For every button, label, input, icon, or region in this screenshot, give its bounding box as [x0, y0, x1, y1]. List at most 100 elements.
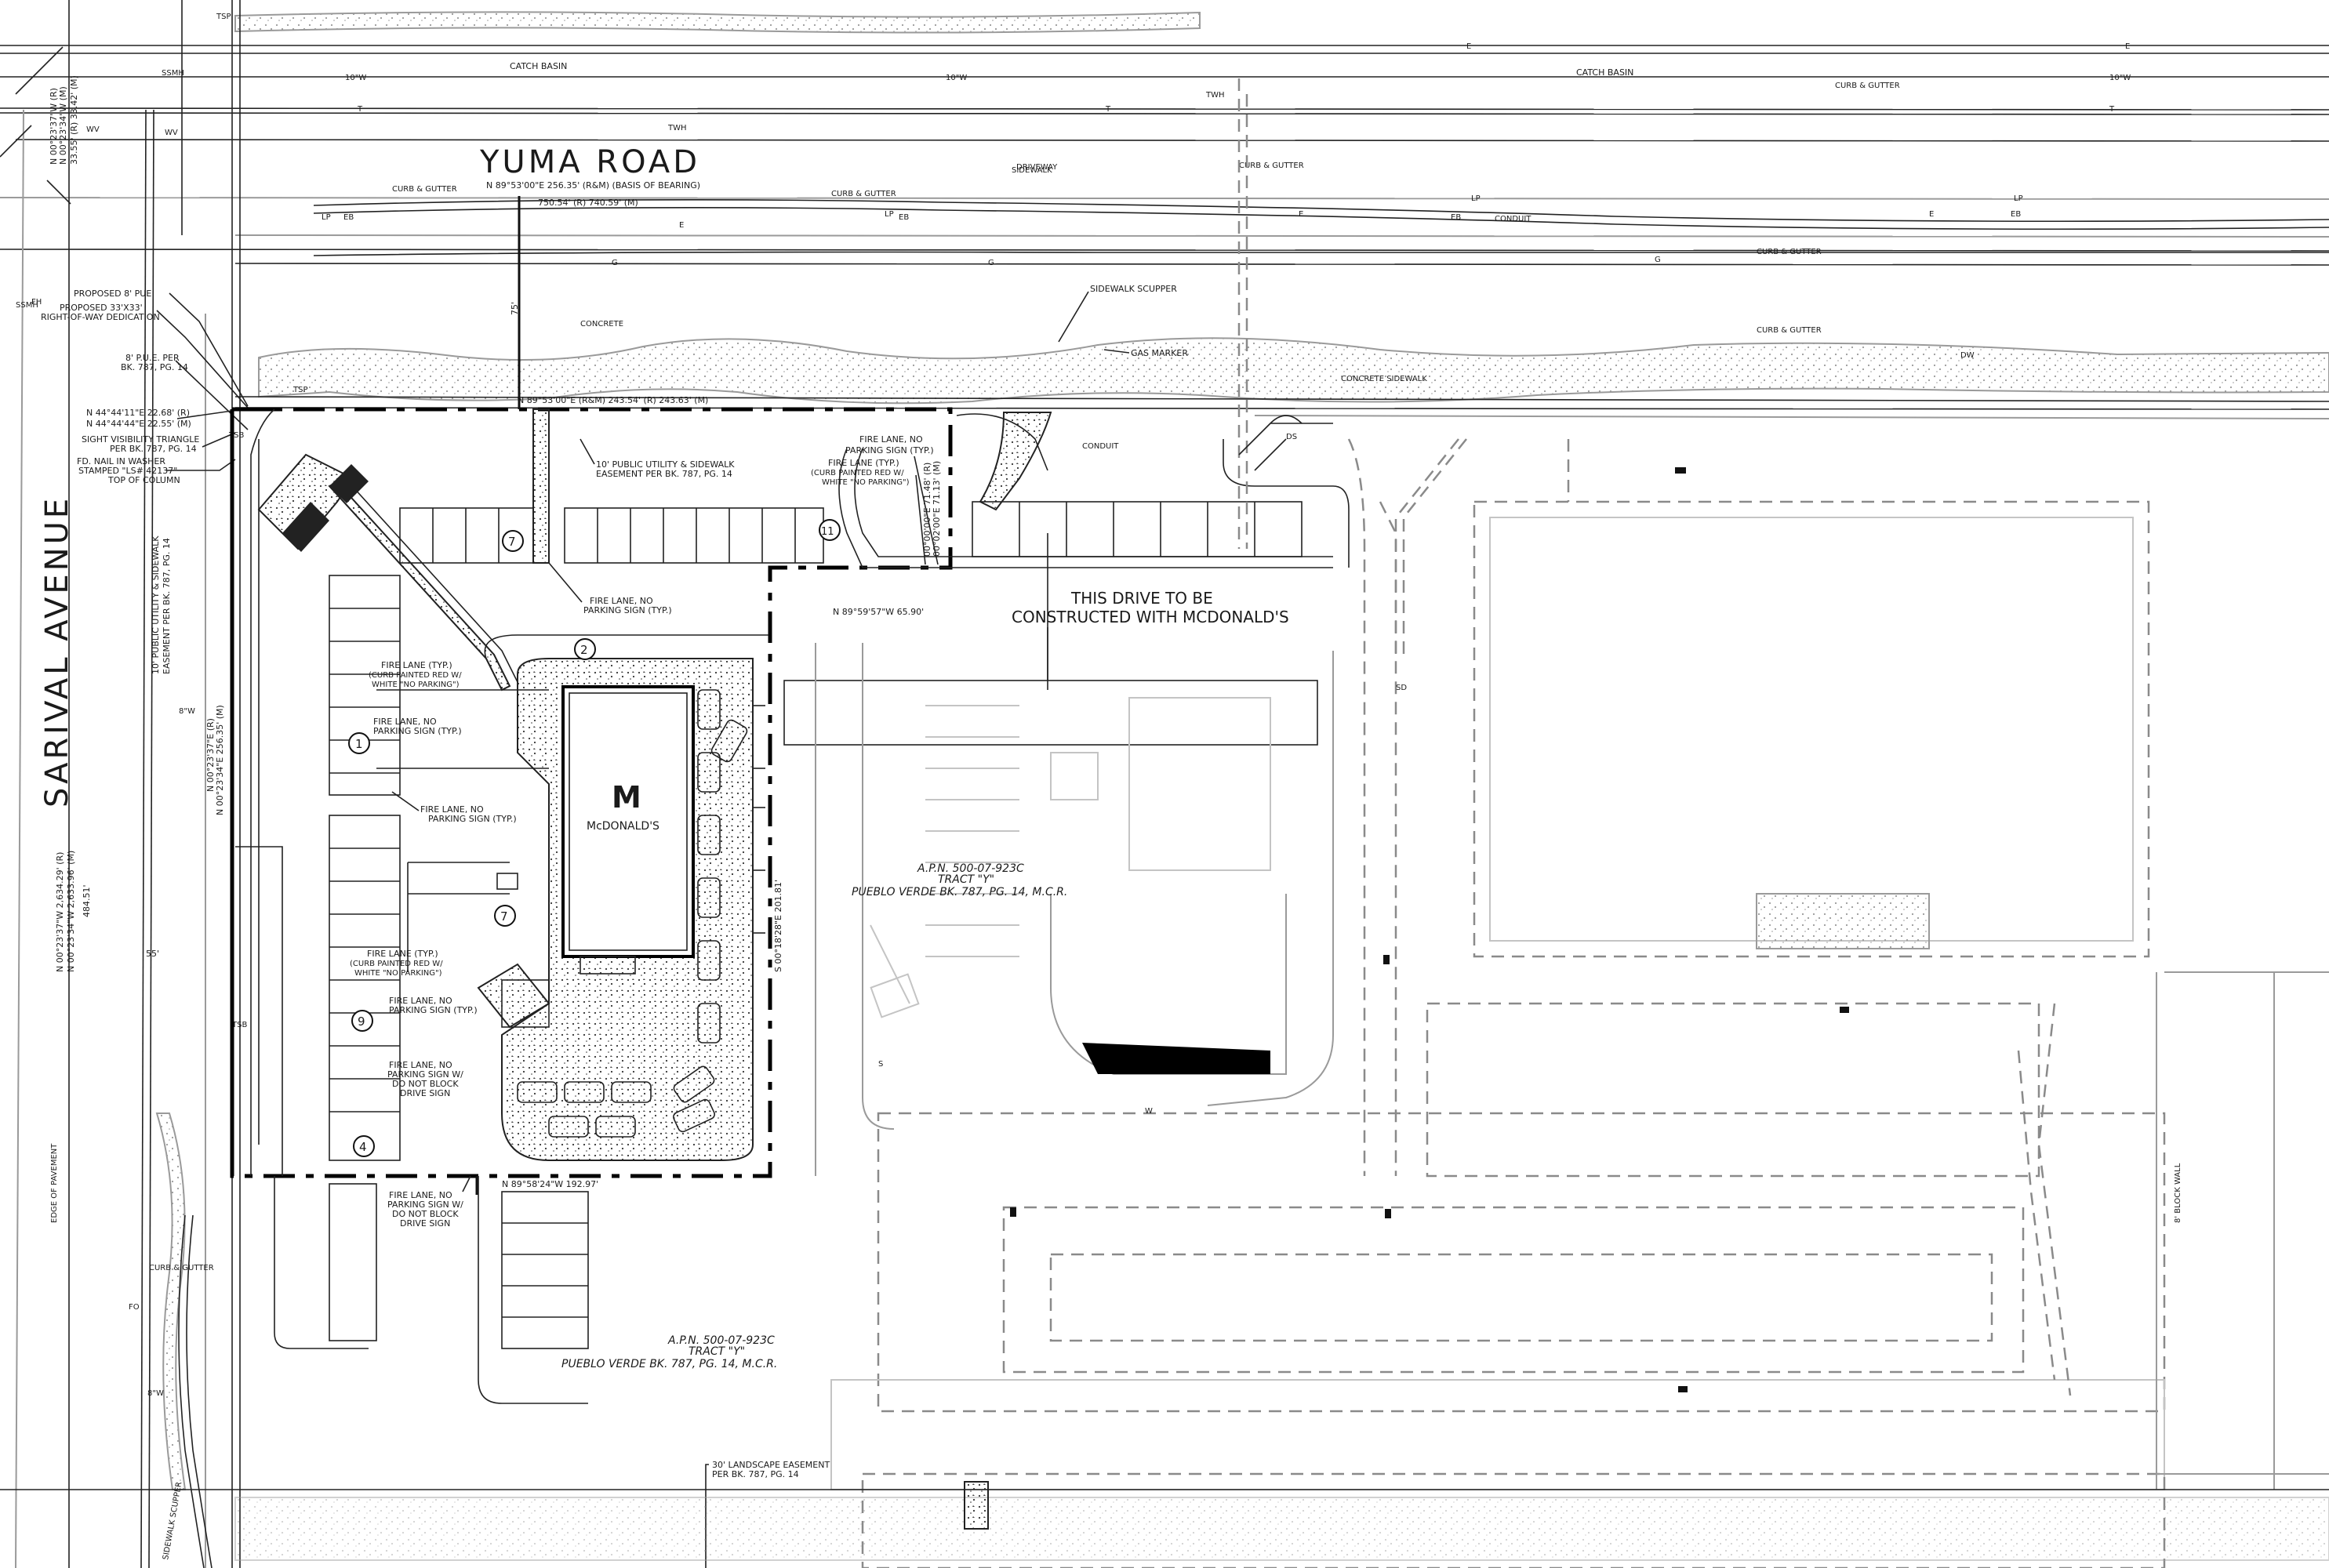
dim-75: 75': [510, 302, 520, 315]
gas-marker-label: GAS MARKER: [1131, 348, 1188, 358]
utility-lines: DS S SD W DW DRIVEWAY: [878, 78, 2072, 1396]
svg-text:11: 11: [821, 526, 834, 538]
ssmh-label-2: SSMH: [16, 301, 38, 310]
east-short-bearing: N 89°59'57"W 65.90': [833, 607, 924, 617]
sidewalk-scupper-label: SIDEWALK SCUPPER: [1090, 284, 1177, 294]
row-bearing-1: N 00°23'37"W (R): [49, 88, 59, 165]
row-dedication-2: RIGHT-OF-WAY DEDICATION: [41, 312, 160, 322]
pue-sw-2: EASEMENT PER BK. 787, PG. 14: [596, 469, 732, 479]
keynote-9: 9: [351, 1010, 373, 1032]
corner-callouts: PROPOSED 8' PUE PROPOSED 33'X33' RIGHT-O…: [41, 289, 249, 485]
conduit-label-bottom: CONDUIT: [1082, 442, 1119, 451]
diag-bearing-1: N 44°44'11"E 22.68' (R): [86, 408, 190, 418]
curb-gutter-label-3: CURB & GUTTER: [1239, 162, 1304, 170]
conduit-label-top: CONDUIT: [1495, 215, 1531, 223]
e-label-3: E: [679, 221, 684, 230]
dw-label: DW: [1960, 351, 1975, 360]
fl-ne-5: WHITE "NO PARKING"): [822, 478, 910, 487]
ssmh-label: SSMH: [162, 69, 184, 78]
sidewalk-label-1: SIDEWALK: [1012, 166, 1052, 175]
tsb-label-2: TSB: [231, 1021, 247, 1029]
queued-cars: [517, 689, 748, 1138]
tsb-label: TSB: [228, 431, 244, 440]
yuma-road-label: YUMA ROAD: [479, 144, 700, 180]
e-label-1: E: [1466, 42, 1471, 51]
parcel-1-tract: TRACT "Y": [938, 873, 994, 886]
west-line-bearing-2: N 00°23'34"E 256.35' (M): [215, 705, 225, 815]
w10-label-3: 10"W: [2109, 74, 2131, 82]
east-line-bearing: S 00°18'28"E 201.81': [773, 880, 783, 972]
e-label-4: E: [1299, 210, 1303, 219]
parcel-2-plat: PUEBLO VERDE BK. 787, PG. 14, M.C.R.: [561, 1358, 777, 1370]
yuma-basis-bearing: N 89°53'00"E 256.35' (R&M) (BASIS OF BEA…: [486, 180, 700, 191]
fl-c-1: FIRE LANE, NO: [420, 804, 484, 815]
lp-label-3: LP: [1471, 194, 1481, 203]
fl-dnb2-1: FIRE LANE, NO: [389, 1190, 452, 1200]
curb-gutter-label-2: CURB & GUTTER: [831, 190, 896, 198]
pue-w-2: EASEMENT PER BK. 787, PG. 14: [162, 538, 172, 674]
curb-gutter-label-6: CURB & GUTTER: [1835, 82, 1900, 90]
fh-label: FH: [31, 298, 42, 307]
fl-c-2: PARKING SIGN (TYP.): [428, 814, 517, 824]
catch-basin-label: CATCH BASIN: [510, 61, 567, 71]
mcdonalds-logo: M: [612, 780, 641, 815]
t-label-2: T: [1105, 105, 1111, 114]
fl-s-1: FIRE LANE (TYP.): [367, 949, 438, 959]
fl-s-4: FIRE LANE, NO: [389, 996, 452, 1006]
t-label-1: T: [357, 105, 363, 114]
fl-dnb-2: PARKING SIGN W/: [387, 1069, 463, 1080]
svg-text:1: 1: [355, 737, 363, 751]
tsp-label: TSP: [216, 13, 231, 21]
catch-basin-label-2: CATCH BASIN: [1576, 67, 1633, 78]
svt-2: PER BK. 787, PG. 14: [110, 444, 197, 454]
g-label-3: G: [612, 259, 618, 267]
drive-note: THIS DRIVE TO BE CONSTRUCTED WITH MCDONA…: [783, 589, 1318, 746]
parcel-2-tract: TRACT "Y": [689, 1345, 745, 1358]
wv-label-1: WV: [86, 125, 100, 134]
dim-55: 55': [146, 949, 159, 959]
fl-n-1: FIRE LANE, NO: [590, 596, 653, 606]
tsp-label-2: TSP: [292, 386, 308, 394]
lp-label-4: LP: [2014, 194, 2023, 203]
t-label-3: T: [2109, 105, 2115, 114]
fl-w-5: PARKING SIGN (TYP.): [373, 726, 462, 736]
fl-dnb2-4: DRIVE SIGN: [400, 1218, 450, 1229]
fl-ne-2: PARKING SIGN (TYP.): [845, 445, 934, 456]
g-label-2: G: [1655, 256, 1661, 264]
pue-per-1: 8' P.U.E. PER: [125, 353, 180, 363]
landscape-easement-2: PER BK. 787, PG. 14: [712, 1469, 799, 1479]
keynote-4: 4: [353, 1135, 375, 1157]
fl-ne-1: FIRE LANE, NO: [859, 434, 923, 445]
w8-label-2: 8"W: [147, 1389, 164, 1398]
yuma-road: YUMA ROAD N 89°53'00"E 256.35' (R&M) (BA…: [0, 11, 2329, 419]
svt-1: SIGHT VISIBILITY TRIANGLE: [82, 434, 199, 445]
curb-gutter-west: CURB & GUTTER: [149, 1264, 214, 1272]
fl-ne-3: FIRE LANE (TYP.): [828, 458, 899, 468]
keynote-2: 2: [574, 638, 596, 660]
sidewalk-scupper-west: SIDEWALK SCUPPER: [162, 1481, 183, 1560]
s-label-1: S: [878, 1060, 883, 1069]
drive-note-1: THIS DRIVE TO BE: [1070, 589, 1213, 608]
keynote-7: 7: [494, 905, 516, 927]
ds-label: DS: [1286, 433, 1297, 441]
keynotes: 7 11 2 1 7 9 4: [348, 519, 841, 1157]
concrete-label: CONCRETE: [580, 320, 623, 328]
w10-label-2: 10"W: [946, 74, 967, 82]
curb-gutter-label-5: CURB & GUTTER: [1757, 326, 1822, 335]
east-bearing-2: 00°02'00"E 71.13' (M): [932, 461, 942, 557]
w8-label-1: 8"W: [179, 707, 195, 716]
fire-lane-callouts: FIRE LANE, NO PARKING SIGN (TYP.) FIRE L…: [151, 434, 939, 1229]
adjacent-parcel: 8' BLOCK WALL: [815, 438, 2329, 1568]
twh-label: TWH: [1205, 91, 1225, 100]
fl-dnb-4: DRIVE SIGN: [400, 1088, 450, 1098]
keynote-1: 1: [348, 732, 370, 754]
lp-label-1: LP: [322, 213, 331, 222]
pue-sw-1: 10' PUBLIC UTILITY & SIDEWALK: [596, 459, 735, 470]
sar-bearing-2: N 00°23'34"W 2,633.96' (M): [66, 851, 76, 972]
north-stalls: [432, 508, 796, 563]
parcel-1-plat: PUEBLO VERDE BK. 787, PG. 14, M.C.R.: [852, 886, 1067, 898]
svg-text:2: 2: [580, 643, 588, 657]
eb-label-3: EB: [1451, 213, 1461, 222]
w-label: W: [1145, 1107, 1153, 1116]
sar-bearing-1: N 00°23'37"W 2,634.29' (R): [55, 852, 65, 972]
